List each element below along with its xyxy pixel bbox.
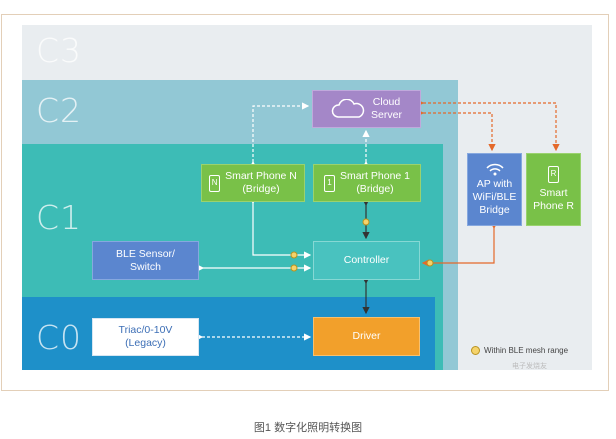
ble-range-dot <box>426 259 434 267</box>
wifi-icon <box>485 163 504 176</box>
node-ble-sensor-switch-label: BLE Sensor/ Switch <box>116 247 175 273</box>
level-label-c3: C3 <box>36 31 83 70</box>
node-controller-label: Controller <box>343 254 390 266</box>
node-cloud-server: Cloud Server <box>312 90 421 128</box>
phone-icon: N <box>209 174 221 192</box>
link-cloud-phone-r <box>417 99 560 152</box>
node-smart-phone-1: 1 Smart Phone 1 (Bridge) <box>313 164 421 202</box>
node-smart-phone-r: R Smart Phone R <box>526 153 581 226</box>
node-ap-bridge: AP with WiFi/BLE Bridge <box>467 153 522 226</box>
ble-range-icon <box>471 346 480 355</box>
level-label-c1: C1 <box>36 198 83 237</box>
node-triac-legacy: Triac/0-10V (Legacy) <box>92 318 199 356</box>
legend: Within BLE mesh range <box>471 346 568 355</box>
ble-range-dot <box>290 251 298 259</box>
level-label-c0: C0 <box>36 318 83 357</box>
figure-caption: 图1 数字化照明转换图 <box>253 422 363 434</box>
node-controller: Controller <box>313 241 420 280</box>
node-smart-phone-r-label: Smart Phone R <box>533 187 574 212</box>
link-phone-n-controller <box>249 197 312 259</box>
level-label-c2: C2 <box>36 91 83 130</box>
legend-label: Within BLE mesh range <box>484 346 569 355</box>
ble-range-dot <box>362 218 370 226</box>
node-triac-legacy-label: Triac/0-10V (Legacy) <box>118 324 173 349</box>
node-smart-phone-n: N Smart Phone N (Bridge) <box>201 164 305 202</box>
link-ap-controller <box>421 222 498 267</box>
phone-icon: 1 <box>323 174 335 192</box>
node-driver: Driver <box>313 317 420 356</box>
ble-range-dot <box>290 264 298 272</box>
node-smart-phone-n-label: Smart Phone N (Bridge) <box>225 170 297 195</box>
cloud-icon <box>331 99 365 118</box>
node-cloud-server-label: Cloud Server <box>371 96 402 121</box>
node-ble-sensor-switch: BLE Sensor/ Switch <box>92 241 199 280</box>
watermark: 电子发烧友 <box>512 363 547 370</box>
phone-icon: R <box>548 166 559 183</box>
link-phone-n-cloud <box>249 102 310 168</box>
node-ap-bridge-label: AP with WiFi/BLE Bridge <box>472 178 517 216</box>
link-cloud-ap <box>417 109 496 152</box>
node-smart-phone-1-label: Smart Phone 1 (Bridge) <box>339 170 411 195</box>
node-driver-label: Driver <box>352 330 381 342</box>
